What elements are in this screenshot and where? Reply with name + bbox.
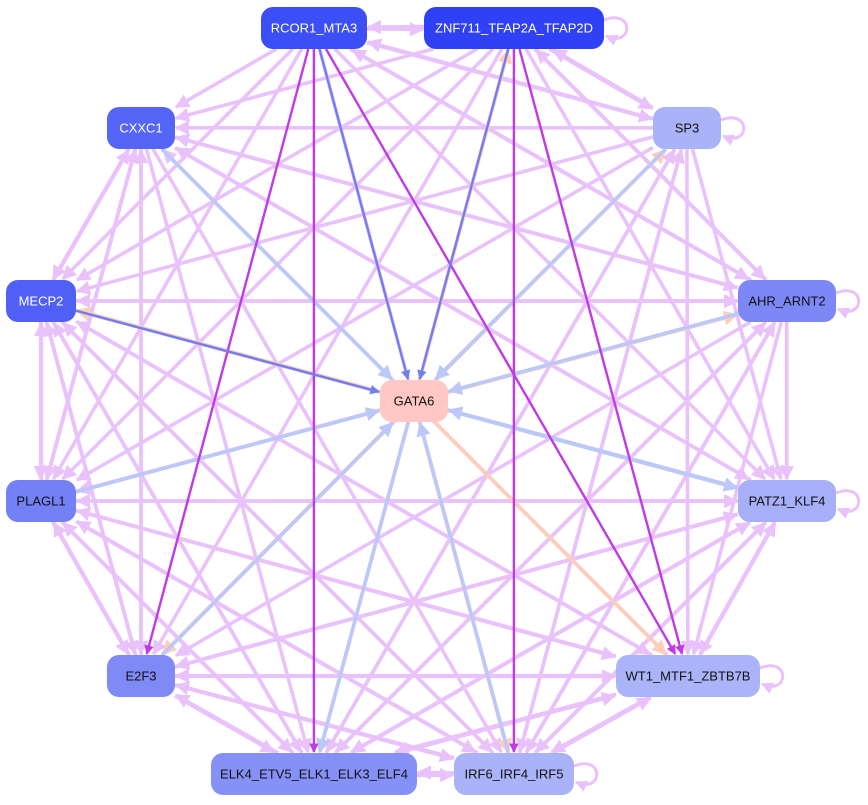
edge-e2f3-to-gata6	[160, 421, 394, 657]
edge-layer	[33, 19, 794, 783]
edge-irf6-to-elk4	[416, 765, 455, 780]
node-znf711[interactable]: ZNF711_TFAP2A_TFAP2D	[424, 7, 604, 49]
edge-znf711-to-cxxc1	[174, 47, 434, 122]
edge-wt1-to-patz1	[698, 521, 777, 656]
node-box	[738, 480, 836, 522]
edge-sp3-to-plagl1	[75, 145, 654, 482]
edge-rcor1-to-wt1	[324, 48, 677, 655]
edge-znf711-to-e2f3	[151, 48, 504, 656]
node-elk4[interactable]: ELK4_ETV5_ELK1_ELK3_ELF4	[211, 753, 417, 795]
edge-znf711-to-gata6	[417, 48, 510, 380]
edge-elk4-to-wt1	[396, 692, 617, 755]
node-box	[211, 753, 417, 795]
edge-irf6-to-wt1	[551, 696, 652, 755]
node-box	[107, 107, 175, 149]
self-loop-ahr	[835, 289, 861, 319]
self-loop-znf711	[603, 16, 629, 46]
edge-znf711-to-wt1	[518, 48, 685, 655]
edge-rcor1-to-cxxc1	[174, 47, 278, 109]
self-loop-layer	[573, 16, 861, 792]
edge-gata6-to-elk4	[316, 421, 410, 754]
edge-sp3-to-znf711	[552, 48, 654, 110]
node-box	[6, 280, 76, 322]
node-label: PATZ1_KLF4	[749, 494, 826, 509]
edge-mecp2-to-cxxc1	[52, 148, 131, 281]
node-irf6[interactable]: IRF6_IRF4_IRF5	[454, 753, 574, 795]
node-label: E2F3	[125, 669, 156, 684]
node-sp3[interactable]: SP3	[653, 107, 721, 149]
edge-wt1-to-plagl1	[75, 507, 617, 658]
self-loop-irf6	[573, 762, 599, 792]
node-cxxc1[interactable]: CXXC1	[107, 107, 175, 149]
node-gata6[interactable]: GATA6	[380, 380, 448, 422]
edge-gata6-to-patz1	[447, 408, 739, 492]
node-label: RCOR1_MTA3	[271, 21, 357, 36]
edge-mecp2-to-gata6	[75, 309, 380, 395]
node-box	[616, 655, 760, 697]
self-loop-patz1	[835, 489, 861, 519]
node-rcor1[interactable]: RCOR1_MTA3	[261, 7, 367, 49]
edge-cxxc1-to-irf6	[151, 148, 503, 754]
node-box	[653, 107, 721, 149]
edge-gata6-to-wt1	[433, 420, 667, 656]
node-label: CXXC1	[119, 121, 162, 136]
node-patz1[interactable]: PATZ1_KLF4	[738, 480, 836, 522]
edge-wt1-to-mecp2	[75, 320, 654, 657]
node-ahr[interactable]: AHR_ARNT2	[738, 280, 836, 322]
node-box	[738, 280, 836, 322]
edge-elk4-to-sp3	[324, 148, 676, 754]
node-mecp2[interactable]: MECP2	[6, 280, 76, 322]
node-label: AHR_ARNT2	[748, 294, 825, 309]
node-label: ZNF711_TFAP2A_TFAP2D	[435, 21, 593, 36]
node-label: WT1_MTF1_ZBTB7B	[626, 669, 751, 684]
edge-rcor1-to-gata6	[318, 48, 411, 380]
edge-sp3-to-mecp2	[75, 135, 654, 295]
edge-plagl1-to-gata6	[75, 407, 381, 494]
node-wt1[interactable]: WT1_MTF1_ZBTB7B	[616, 655, 760, 697]
edge-e2f3-to-plagl1	[52, 521, 131, 656]
edge-irf6-to-plagl1	[75, 519, 479, 755]
edge-ahr-to-cxxc1	[174, 133, 739, 290]
node-label: PLAGL1	[16, 494, 65, 509]
node-label: IRF6_IRF4_IRF5	[465, 767, 564, 782]
edge-e2f3-to-patz1	[174, 511, 739, 669]
edge-sp3-to-rcor1	[366, 38, 654, 121]
node-box	[6, 480, 76, 522]
node-box	[454, 753, 574, 795]
node-box	[261, 7, 367, 49]
edge-elk4-to-e2f3	[174, 693, 280, 755]
edge-sp3-to-gata6	[434, 147, 667, 381]
edge-cxxc1-to-gata6	[160, 147, 393, 381]
node-label: SP3	[675, 121, 700, 136]
self-loop-wt1	[759, 664, 785, 694]
node-layer: RCOR1_MTA3 ZNF711_TFAP2A_TFAP2D CXXC1 SP…	[6, 7, 836, 795]
edge-znf711-to-rcor1	[366, 19, 425, 35]
edge-ahr-to-gata6	[447, 311, 739, 395]
node-e2f3[interactable]: E2F3	[107, 655, 175, 697]
node-plagl1[interactable]: PLAGL1	[6, 480, 76, 522]
node-label: MECP2	[19, 294, 64, 309]
edge-elk4-to-irf6	[416, 767, 455, 783]
node-label: GATA6	[394, 394, 435, 409]
node-box	[380, 380, 448, 422]
edge-ahr-to-e2f3	[174, 320, 752, 658]
node-box	[424, 7, 604, 49]
node-label: ELK4_ETV5_ELK1_ELK3_ELF4	[220, 767, 408, 782]
edge-irf6-to-gata6	[416, 421, 511, 754]
self-loop-sp3	[720, 116, 746, 146]
edge-patz1-to-cxxc1	[174, 146, 752, 482]
node-box	[107, 655, 175, 697]
